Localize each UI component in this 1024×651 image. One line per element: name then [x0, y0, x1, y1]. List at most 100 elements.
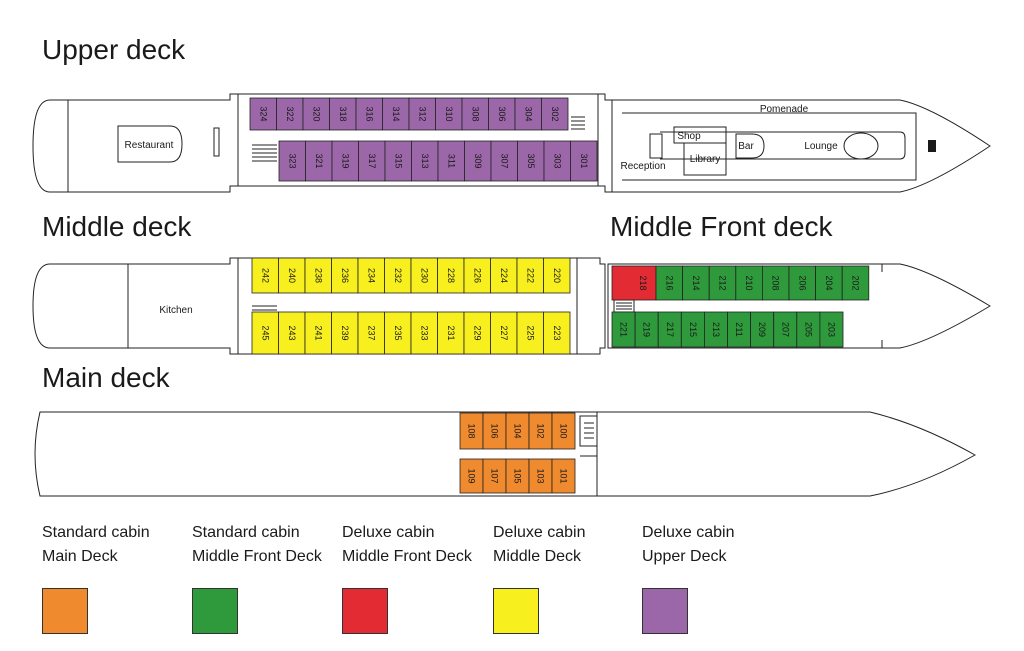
cabin-241[interactable]: 241: [304, 311, 332, 355]
cabin-321[interactable]: 321: [305, 140, 333, 182]
cabin-number: 314: [391, 106, 401, 121]
cabin-209[interactable]: 209: [750, 311, 775, 348]
cabin-232[interactable]: 232: [384, 257, 412, 294]
cabin-310[interactable]: 310: [435, 97, 463, 131]
cabin-320[interactable]: 320: [302, 97, 330, 131]
cabin-219[interactable]: 219: [634, 311, 659, 348]
cabin-323[interactable]: 323: [278, 140, 306, 182]
cabin-215[interactable]: 215: [680, 311, 705, 348]
cabin-316[interactable]: 316: [355, 97, 383, 131]
cabin-213[interactable]: 213: [704, 311, 728, 348]
cabin-235[interactable]: 235: [384, 311, 412, 355]
cabin-206[interactable]: 206: [788, 265, 817, 301]
cabin-304[interactable]: 304: [514, 97, 542, 131]
cabin-203[interactable]: 203: [819, 311, 844, 348]
cabin-109[interactable]: 109: [459, 458, 484, 494]
cabin-218[interactable]: 218: [611, 265, 657, 301]
cabin-313[interactable]: 313: [411, 140, 439, 182]
legend-line1: Deluxe cabin: [642, 524, 735, 541]
cabin-306[interactable]: 306: [488, 97, 516, 131]
cabin-box: [735, 265, 763, 301]
cabin-228[interactable]: 228: [437, 257, 465, 294]
cabin-100[interactable]: 100: [551, 412, 576, 450]
cabin-220[interactable]: 220: [543, 257, 571, 294]
cabin-312[interactable]: 312: [408, 97, 436, 131]
cabin-236[interactable]: 236: [331, 257, 359, 294]
cabin-318[interactable]: 318: [329, 97, 357, 131]
legend-deluxe-upper: Deluxe cabin Upper Deck: [642, 521, 802, 634]
cabin-108[interactable]: 108: [459, 412, 484, 450]
cabin-303[interactable]: 303: [543, 140, 571, 182]
cabin-box: [357, 257, 385, 294]
cabin-311[interactable]: 311: [437, 140, 465, 182]
cabin-223[interactable]: 223: [543, 311, 571, 355]
cabin-245[interactable]: 245: [251, 311, 279, 355]
cabin-231[interactable]: 231: [437, 311, 465, 355]
legend-line2: Upper Deck: [642, 548, 727, 565]
cabin-302[interactable]: 302: [541, 97, 569, 131]
cabin-box: [384, 257, 412, 294]
cabin-103[interactable]: 103: [528, 458, 553, 494]
cabin-226[interactable]: 226: [463, 257, 491, 294]
cabin-207[interactable]: 207: [773, 311, 798, 348]
cabin-number: 312: [417, 106, 427, 121]
cabin-102[interactable]: 102: [528, 412, 553, 450]
cabin-box: [464, 140, 492, 182]
cabin-301[interactable]: 301: [570, 140, 598, 182]
cabin-104[interactable]: 104: [505, 412, 530, 450]
cabin-243[interactable]: 243: [278, 311, 306, 355]
cabin-317[interactable]: 317: [358, 140, 386, 182]
cabin-242[interactable]: 242: [251, 257, 279, 294]
cabin-box: [463, 257, 491, 294]
cabin-number: 222: [525, 268, 535, 283]
cabin-204[interactable]: 204: [815, 265, 843, 301]
cabin-230[interactable]: 230: [410, 257, 438, 294]
cabin-205[interactable]: 205: [796, 311, 821, 348]
cabin-210[interactable]: 210: [735, 265, 763, 301]
cabin-107[interactable]: 107: [482, 458, 507, 494]
cabin-229[interactable]: 229: [463, 311, 491, 355]
cabin-202[interactable]: 202: [841, 265, 870, 301]
cabin-105[interactable]: 105: [505, 458, 530, 494]
cabin-101[interactable]: 101: [551, 458, 576, 494]
cabin-237[interactable]: 237: [357, 311, 385, 355]
cabin-322[interactable]: 322: [276, 97, 304, 131]
cabin-240[interactable]: 240: [278, 257, 306, 294]
cabin-number: 218: [638, 275, 648, 290]
cabin-208[interactable]: 208: [762, 265, 790, 301]
cabin-number: 231: [446, 325, 456, 340]
cabin-324[interactable]: 324: [249, 97, 277, 131]
cabin-217[interactable]: 217: [657, 311, 682, 348]
cabin-309[interactable]: 309: [464, 140, 492, 182]
cabin-number: 310: [444, 106, 454, 121]
cabin-319[interactable]: 319: [331, 140, 359, 182]
cabin-224[interactable]: 224: [490, 257, 518, 294]
cabin-222[interactable]: 222: [516, 257, 544, 294]
cabin-308[interactable]: 308: [461, 97, 489, 131]
cabin-number: 106: [490, 423, 500, 438]
cabin-box: [611, 265, 657, 301]
cabin-box: [278, 311, 306, 355]
cabin-214[interactable]: 214: [682, 265, 710, 301]
cabin-233[interactable]: 233: [410, 311, 438, 355]
cabin-212[interactable]: 212: [708, 265, 737, 301]
cabin-number: 223: [552, 325, 562, 340]
cabin-225[interactable]: 225: [516, 311, 544, 355]
cabin-314[interactable]: 314: [382, 97, 410, 131]
cabin-216[interactable]: 216: [655, 265, 684, 301]
cabin-307[interactable]: 307: [490, 140, 518, 182]
cabin-234[interactable]: 234: [357, 257, 385, 294]
cabin-number: 238: [313, 268, 323, 283]
cabin-106[interactable]: 106: [482, 412, 507, 450]
bar-label: Bar: [738, 141, 754, 152]
cabin-number: 104: [513, 423, 523, 438]
cabin-315[interactable]: 315: [384, 140, 412, 182]
cabin-221[interactable]: 221: [611, 311, 636, 348]
cabin-227[interactable]: 227: [490, 311, 518, 355]
cabin-239[interactable]: 239: [331, 311, 359, 355]
cabin-number: 217: [665, 322, 675, 337]
cabin-238[interactable]: 238: [304, 257, 332, 294]
cabin-211[interactable]: 211: [727, 311, 752, 348]
cabin-number: 320: [311, 106, 321, 121]
cabin-305[interactable]: 305: [517, 140, 545, 182]
